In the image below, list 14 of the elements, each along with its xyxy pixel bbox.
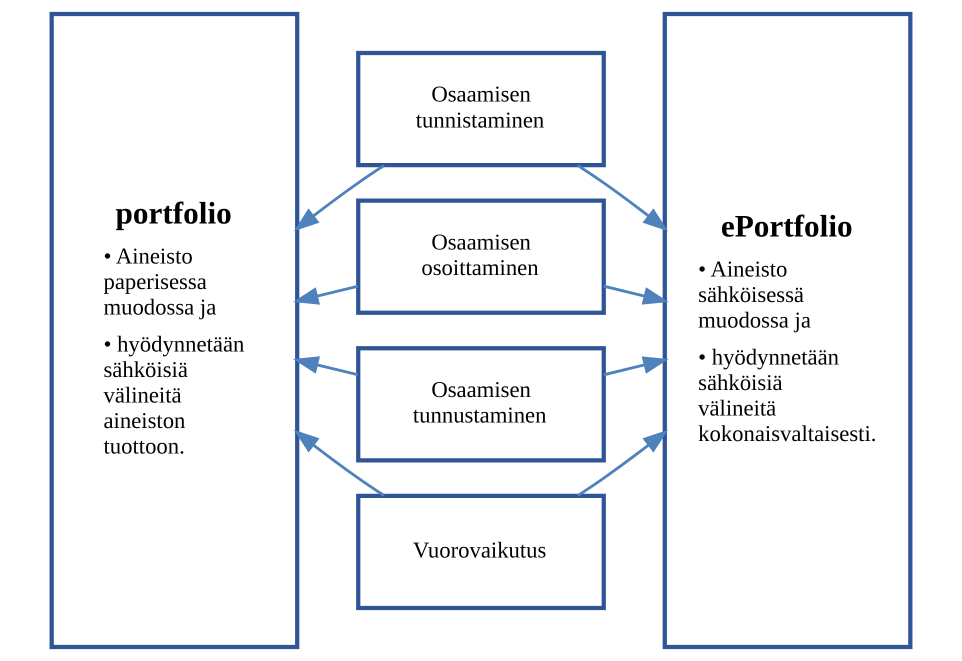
node-box: portfolio • Aineisto paperisessa muodossa ja • hyödynnetään sähköisiä välineitä aineiston tuottoon. <box>50 12 300 650</box>
arrow <box>577 164 668 232</box>
node-box: ePortfolio • Aineisto sähköisessä muodossa ja • hyödynnetään sähköisiä välineitä kokonaisvaltaisesti. <box>662 12 912 650</box>
node-box: Osaamisen tunnistaminen <box>356 50 606 168</box>
arrow <box>293 356 358 376</box>
arrow <box>577 430 668 497</box>
node-box: Osaamisen tunnustaminen <box>356 346 606 462</box>
arrow <box>293 284 358 305</box>
arrow <box>294 164 385 232</box>
arrow <box>603 284 669 305</box>
node-box: Osaamisen osoittaminen <box>356 198 606 315</box>
arrow <box>294 430 385 497</box>
node-box: Vuorovaikutus <box>356 494 606 610</box>
arrow <box>603 356 669 376</box>
